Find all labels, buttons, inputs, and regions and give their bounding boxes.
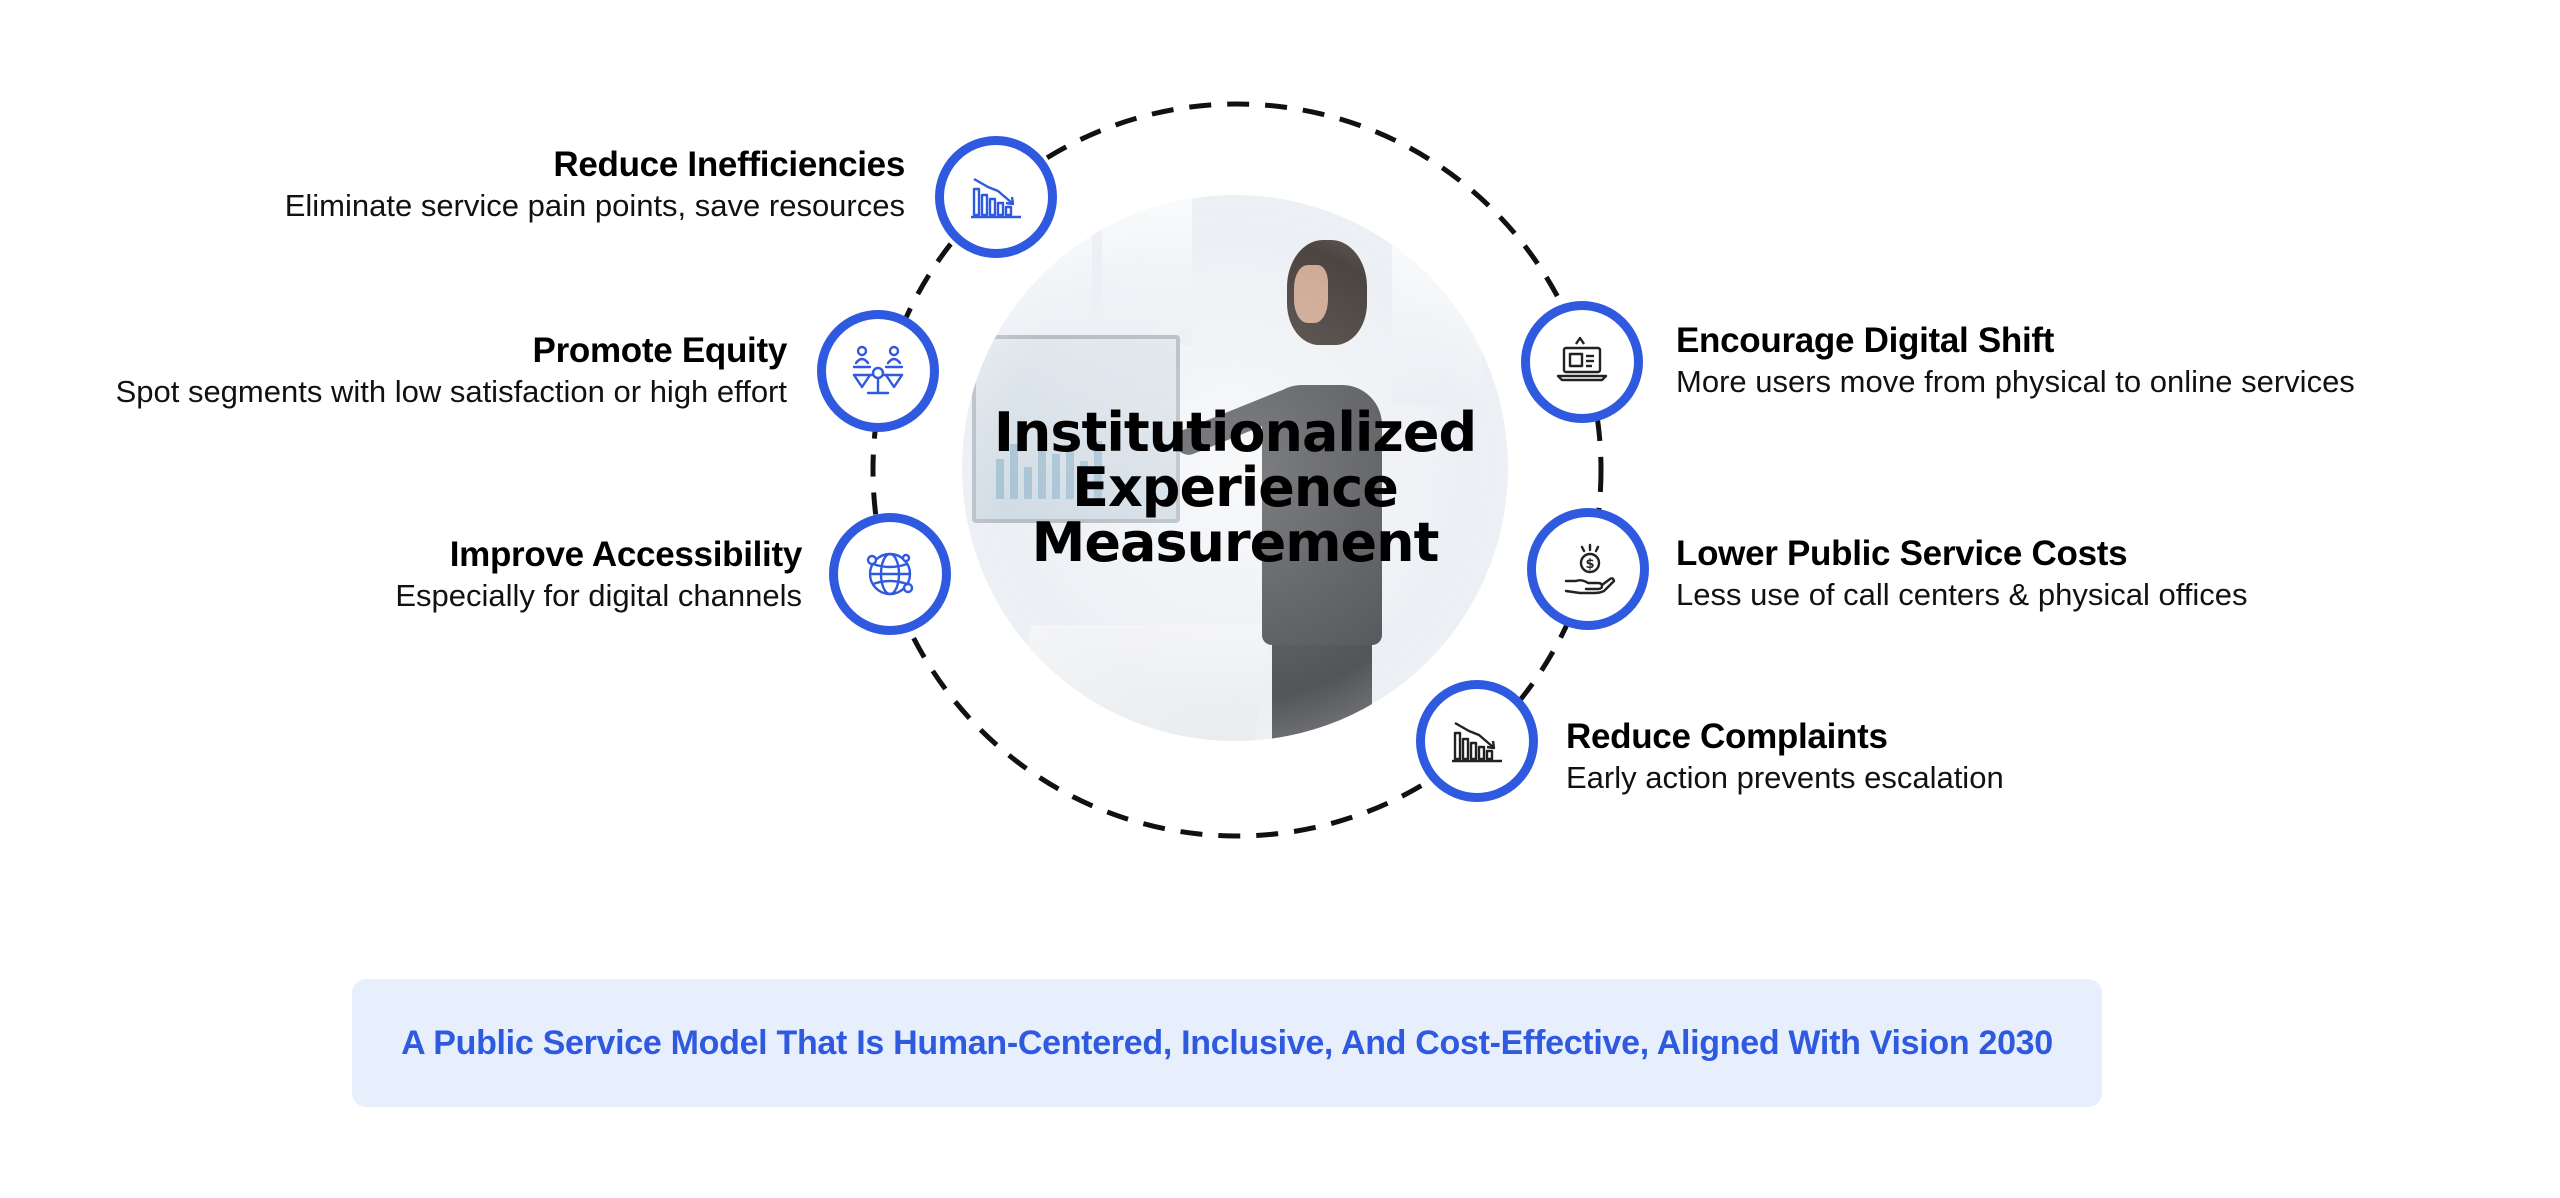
item-title: Promote Equity — [532, 331, 788, 370]
item-lower-public-service-costs: Lower Public Service Costs Less use of c… — [1676, 533, 2248, 615]
laptop-icon — [1556, 336, 1608, 382]
node-promote-equity — [817, 310, 939, 432]
center-title-line-2: Experience — [1072, 456, 1399, 519]
item-title: Improve Accessibility — [449, 535, 803, 574]
node-improve-accessibility — [829, 513, 951, 635]
node-lower-public-service-costs: $ — [1527, 508, 1649, 630]
item-description: Spot segments with low satisfaction or h… — [115, 374, 787, 409]
center-title-line-1: Institutionalized — [993, 401, 1477, 464]
item-improve-accessibility: Improve Accessibility Especially for dig… — [395, 534, 802, 616]
item-promote-equity: Promote Equity Spot segments with low sa… — [115, 330, 788, 412]
center-photo — [962, 195, 1508, 741]
item-description: Less use of call centers & physical offi… — [1676, 577, 2248, 612]
item-reduce-inefficiencies: Reduce Inefficiencies Eliminate service … — [284, 144, 906, 226]
item-title: Lower Public Service Costs — [1676, 534, 2128, 573]
node-encourage-digital-shift — [1521, 301, 1643, 423]
item-description: Early action prevents escalation — [1566, 760, 2004, 795]
item-description: More users move from physical to online … — [1676, 364, 2355, 399]
item-title: Encourage Digital Shift — [1676, 321, 2055, 360]
hand-coin-icon: $ — [1564, 543, 1616, 595]
balance-scale-people-icon — [852, 345, 904, 395]
item-description: Especially for digital channels — [395, 578, 802, 613]
globe-network-icon — [866, 552, 914, 596]
item-encourage-digital-shift: Encourage Digital Shift More users move … — [1676, 320, 2355, 402]
declining-bar-chart-icon — [1452, 721, 1502, 763]
center-title-line-3: Measurement — [1031, 511, 1440, 574]
item-reduce-complaints: Reduce Complaints Early action prevents … — [1566, 716, 2004, 798]
summary-banner: A Public Service Model That Is Human-Cen… — [352, 979, 2102, 1107]
declining-bar-chart-icon — [971, 177, 1021, 219]
item-title: Reduce Complaints — [1566, 717, 1888, 756]
summary-banner-text: A Public Service Model That Is Human-Cen… — [401, 1023, 2053, 1062]
center-title: Institutionalized Experience Measurement — [962, 405, 1508, 570]
node-reduce-inefficiencies — [935, 136, 1057, 258]
svg-text:$: $ — [1585, 557, 1594, 572]
node-reduce-complaints — [1416, 680, 1538, 802]
item-title: Reduce Inefficiencies — [553, 145, 905, 184]
item-description: Eliminate service pain points, save reso… — [284, 188, 905, 223]
